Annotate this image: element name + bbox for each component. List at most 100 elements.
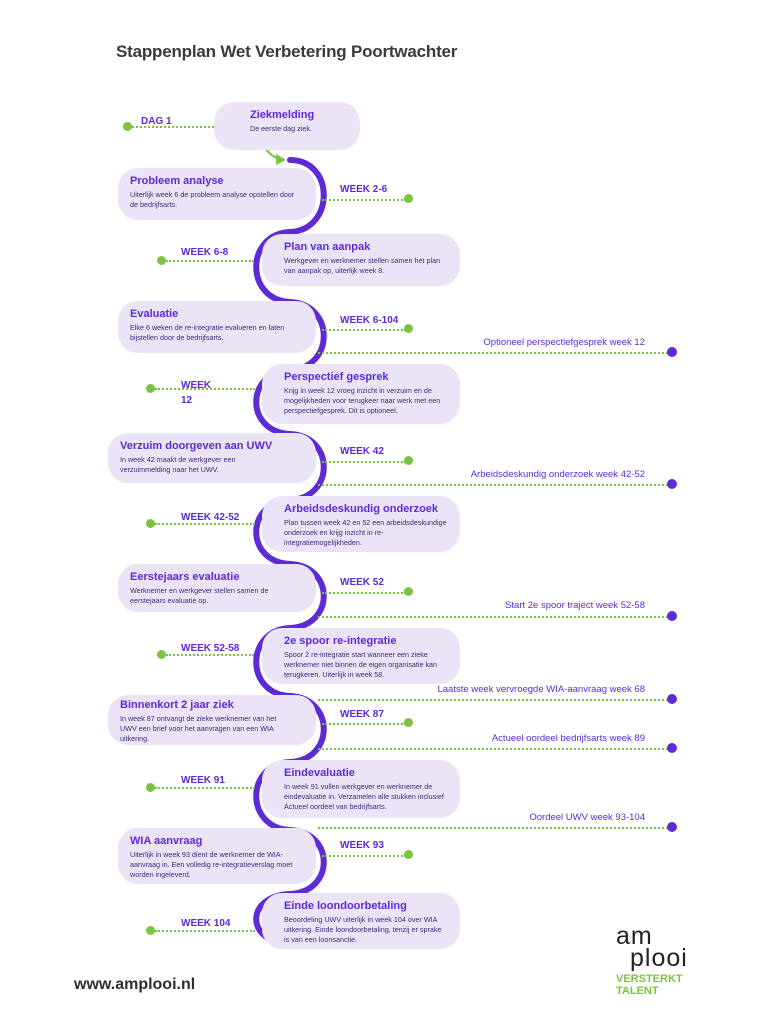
week-connector: [322, 329, 406, 331]
optional-label: Start 2e spoor traject week 52-58: [505, 600, 645, 611]
week-dot: [404, 587, 413, 596]
start-card: Ziekmelding De eerste dag ziek.: [214, 102, 360, 150]
optional-connector: [318, 827, 668, 829]
week-dot: [404, 194, 413, 203]
week-dot: [157, 256, 166, 265]
step-heading: Eerstejaars evaluatie: [130, 571, 240, 583]
start-connector: [132, 126, 218, 128]
week-label: WEEK 42: [340, 446, 384, 457]
step-description: In week 42 maakt de werkgever een verzui…: [120, 455, 236, 474]
step-heading: Binnenkort 2 jaar ziek: [120, 699, 234, 711]
optional-dot: [667, 694, 677, 704]
step-description: Uiterlijk week 6 de probleem analyse ops…: [130, 190, 295, 209]
week-connector: [322, 855, 406, 857]
step-description: Uiterlijk in week 93 dient de werknemer …: [130, 850, 293, 879]
optional-dot: [667, 743, 677, 753]
step-card-binnenkort-2-jaar-ziek: Binnenkort 2 jaar ziek In week 87 ontvan…: [108, 695, 316, 745]
week-label: WEEK 52-58: [181, 643, 240, 654]
optional-label: Laatste week vervroegde WIA-aanvraag wee…: [437, 684, 645, 695]
step-heading: Plan van aanpak: [284, 241, 371, 253]
week-label: WEEK 6-104: [340, 315, 399, 326]
step-description: Werkgever en werknemer stellen samen het…: [284, 256, 441, 275]
week-dot: [146, 519, 155, 528]
step-heading: 2e spoor re-integratie: [284, 635, 397, 647]
start-heading: Ziekmelding: [250, 109, 315, 121]
page-title: Stappenplan Wet Verbetering Poortwachter: [116, 42, 458, 61]
optional-connector: [318, 484, 668, 486]
week-dot: [404, 324, 413, 333]
step-description: Werknemer en werkgever stellen samen de …: [130, 586, 269, 605]
website-link[interactable]: www.amplooi.nl: [74, 976, 196, 993]
optional-label: Oordeel UWV week 93-104: [529, 812, 645, 823]
optional-connector: [318, 699, 668, 701]
week-connector: [322, 461, 406, 463]
start-description: De eerste dag ziek.: [250, 124, 312, 133]
week-label: WEEK 52: [340, 577, 384, 588]
week-connector: [322, 199, 406, 201]
optional-label: Optioneel perspectiefgesprek week 12: [483, 337, 645, 348]
logo-tagline-2: TALENT: [616, 985, 659, 997]
week-dot: [404, 718, 413, 727]
step-card-2e-spoor: 2e spoor re-integratie Spoor 2 re-integr…: [262, 628, 460, 684]
week-connector: [155, 388, 255, 390]
week-label: WEEK 42-52: [181, 512, 240, 523]
optional-connector: [318, 352, 668, 354]
logo-word-1: am: [616, 922, 653, 950]
optional-dot: [667, 611, 677, 621]
step-heading: Evaluatie: [130, 308, 179, 320]
optional-label: Arbeidsdeskundig onderzoek week 42-52: [470, 469, 645, 480]
week-label: WEEK 6-8: [181, 247, 229, 258]
step-card-probleem-analyse: Probleem analyse Uiterlijk week 6 de pro…: [118, 168, 316, 220]
logo-tagline-1: VERSTERKT: [616, 973, 683, 985]
step-card-einde-loondoorbetaling: Einde loondoorbetaling Beoordeling UWV u…: [262, 893, 460, 949]
start-dot: [123, 122, 132, 131]
week-label: WEEK 2-6: [340, 184, 388, 195]
step-heading: Perspectief gesprek: [284, 371, 389, 383]
step-card-plan-van-aanpak: Plan van aanpak Werkgever en werknemer s…: [262, 234, 460, 286]
logo-word-2: plooi: [630, 944, 688, 972]
step-card-eerstejaars-evaluatie: Eerstejaars evaluatie Werknemer en werkg…: [118, 564, 316, 612]
week-dot: [404, 850, 413, 859]
week-connector: [155, 930, 255, 932]
step-heading: Arbeidsdeskundig onderzoek: [284, 503, 439, 515]
step-card-arbeidsdeskundig-onderzoek: Arbeidsdeskundig onderzoek Plan tussen w…: [262, 496, 460, 552]
step-heading: WIA aanvraag: [130, 835, 203, 847]
step-description: Plan tussen week 42 en 52 een arbeidsdes…: [284, 518, 447, 547]
step-heading: Einde loondoorbetaling: [284, 900, 407, 912]
step-card-evaluatie: Evaluatie Elke 6 weken de re-integratie …: [118, 301, 316, 353]
week-connector: [166, 260, 254, 262]
optional-dot: [667, 347, 677, 357]
step-card-eindevaluatie: Eindevaluatie In week 91 vullen werkgeve…: [262, 760, 460, 818]
week-dot: [146, 783, 155, 792]
step-heading: Verzuim doorgeven aan UWV: [120, 440, 273, 452]
week-connector: [322, 592, 406, 594]
week-connector: [155, 787, 255, 789]
week-dot: [157, 650, 166, 659]
optional-connector: [318, 616, 668, 618]
step-description: Beoordeling UWV uiterlijk in week 104 ov…: [284, 915, 442, 944]
week-dot: [146, 926, 155, 935]
step-description: In week 91 vullen werkgever en werknemer…: [284, 782, 444, 811]
week-label: WEEK 87: [340, 709, 384, 720]
week-label: WEEK 93: [340, 840, 384, 851]
week-connector: [155, 523, 255, 525]
optional-dot: [667, 822, 677, 832]
week-label: WEEK 104: [181, 918, 231, 929]
step-heading: Eindevaluatie: [284, 767, 355, 779]
week-connector: [322, 723, 406, 725]
step-description: Elke 6 weken de re-integratie evalueren …: [130, 323, 285, 342]
week-label: WEEK 91: [181, 775, 225, 786]
optional-dot: [667, 479, 677, 489]
step-heading: Probleem analyse: [130, 175, 224, 187]
start-label: DAG 1: [141, 116, 172, 127]
week-dot: [146, 384, 155, 393]
amplooi-logo: am plooi VERSTERKT TALENT: [616, 922, 716, 998]
week-label: WEEK 12: [181, 380, 211, 406]
week-connector: [166, 654, 254, 656]
step-card-wia-aanvraag: WIA aanvraag Uiterlijk in week 93 dient …: [118, 828, 316, 884]
week-dot: [404, 456, 413, 465]
optional-connector: [318, 748, 668, 750]
step-description: Spoor 2 re-integratie start wanneer een …: [284, 650, 438, 679]
step-card-verzuim-doorgeven: Verzuim doorgeven aan UWV In week 42 maa…: [108, 433, 316, 483]
optional-label: Actueel oordeel bedrijfsarts week 89: [491, 733, 645, 744]
